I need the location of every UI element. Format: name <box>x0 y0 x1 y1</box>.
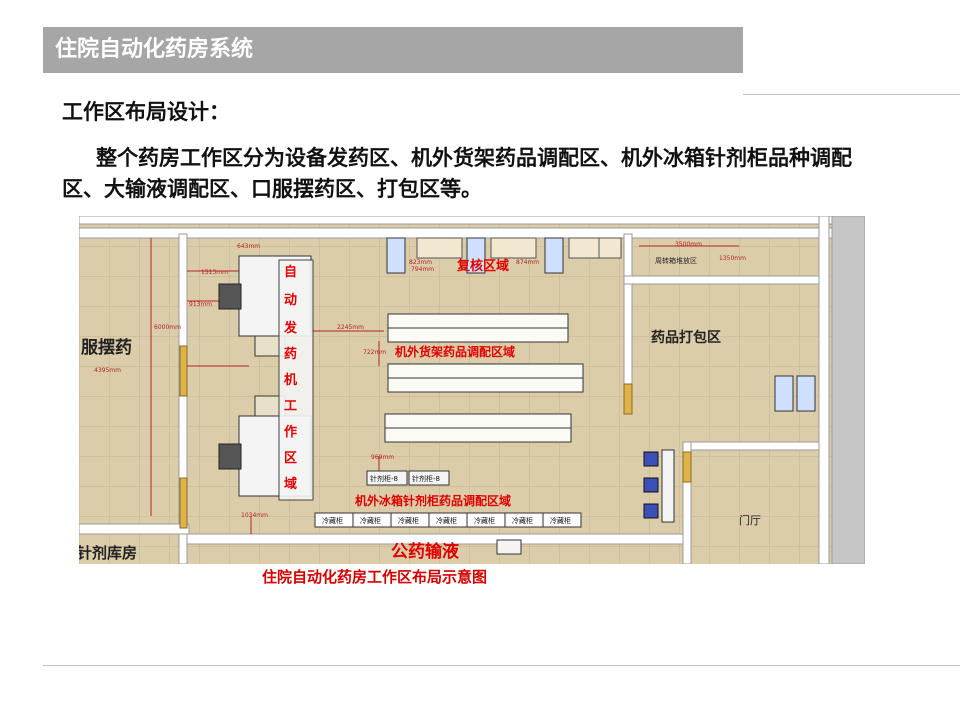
divider-bottom <box>43 665 960 666</box>
svg-text:发: 发 <box>283 320 298 336</box>
zone-public-infusion-label: 公药输液 <box>391 541 459 562</box>
dim-1513: 1513mm <box>201 269 228 276</box>
dispensing-machines <box>218 255 314 501</box>
fridge-label-2: 冷藏柜 <box>360 516 381 525</box>
fridge-label-6: 冷藏柜 <box>512 516 533 525</box>
page-title-bar: 住院自动化药房系统 <box>43 27 743 73</box>
dim-823: 823mm <box>409 259 432 266</box>
walls <box>79 216 865 564</box>
zone-auto-label: 自 动 发 药 机 工 作 区 域 <box>283 264 298 492</box>
zone-injection-store-label: 针剂库房 <box>79 544 137 562</box>
svg-text:机: 机 <box>284 372 297 388</box>
description-paragraph: 整个药房工作区分为设备发药区、机外货架药品调配区、机外冰箱针剂柜品种调配区、大输… <box>62 145 852 201</box>
svg-text:自: 自 <box>284 264 297 280</box>
fridge-label-7: 冷藏柜 <box>550 516 571 525</box>
svg-text:作: 作 <box>284 424 297 440</box>
divider-top <box>743 94 960 95</box>
section-heading: 工作区布局设计： <box>62 99 230 124</box>
cabinet-label-1: 针剂柜-8 <box>370 474 398 483</box>
zone-oral-label: 服摆药 <box>81 337 132 358</box>
dim-3500: 3500mm <box>675 241 702 248</box>
fridge-label-3: 冷藏柜 <box>398 516 419 525</box>
zone-hall-label: 门厅 <box>739 513 761 527</box>
dimension-labels: 643mm 1513mm 913mm 6000mm 4395mm 2245mm … <box>94 241 746 519</box>
cabinet-label-2: 针剂柜-8 <box>412 474 440 483</box>
figure-caption: 住院自动化药房工作区布局示意图 <box>262 568 488 586</box>
dim-4395: 4395mm <box>94 367 121 374</box>
fridge-label-4: 冷藏柜 <box>436 516 457 525</box>
floor-plan: 643mm 1513mm 913mm 6000mm 4395mm 2245mm … <box>79 216 865 564</box>
svg-text:域: 域 <box>284 476 297 492</box>
dim-643: 643mm <box>237 243 260 250</box>
dim-969: 969mm <box>371 454 394 461</box>
zone-shelf-label: 机外货架药品调配区域 <box>395 344 515 359</box>
dim-1034: 1034mm <box>241 512 268 519</box>
floor-plan-drawing: 643mm 1513mm 913mm 6000mm 4395mm 2245mm … <box>79 216 865 564</box>
outer-shelves <box>384 313 584 443</box>
page-title: 住院自动化药房系统 <box>55 37 254 62</box>
svg-text:工: 工 <box>284 399 297 414</box>
zone-review-label: 复核区域 <box>456 258 509 274</box>
dim-794: 794mm <box>411 266 434 273</box>
zone-packing-label: 药品打包区 <box>651 329 721 346</box>
svg-text:动: 动 <box>284 293 297 308</box>
zone-turnover-label: 周转箱堆放区 <box>655 256 697 265</box>
dim-2245: 2245mm <box>337 324 364 331</box>
injection-cabinets: 针剂柜-8 针剂柜-8 <box>366 470 450 486</box>
doors <box>179 345 692 529</box>
dim-913: 913mm <box>189 301 212 308</box>
infusion-desk <box>496 539 522 555</box>
dim-1350: 1350mm <box>719 255 746 262</box>
packing-items <box>643 375 816 523</box>
svg-text:区: 区 <box>284 451 297 466</box>
dimension-lines <box>150 238 739 534</box>
dim-6000: 6000mm <box>154 324 181 331</box>
fridge-label-5: 冷藏柜 <box>474 516 495 525</box>
dim-722: 722mm <box>363 349 386 356</box>
review-counters <box>386 237 622 274</box>
fridges: 冷藏柜 冷藏柜 冷藏柜 冷藏柜 冷藏柜 冷藏柜 冷藏柜 <box>314 512 582 528</box>
zone-fridge-label: 机外冰箱针剂柜药品调配区域 <box>355 493 511 508</box>
svg-text:药: 药 <box>284 346 297 362</box>
fridge-label-1: 冷藏柜 <box>322 516 343 525</box>
dim-874: 874mm <box>516 259 539 266</box>
